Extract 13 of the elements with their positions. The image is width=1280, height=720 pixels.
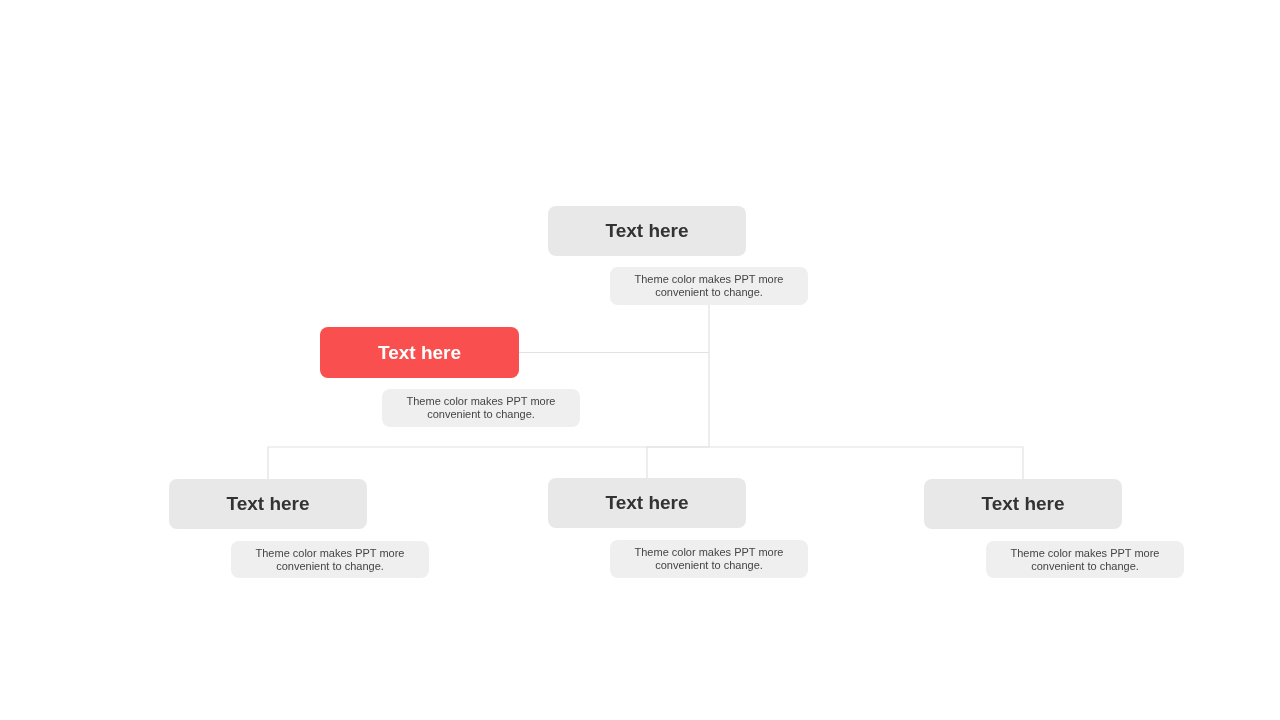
connector-line — [708, 446, 1024, 480]
heading-box — [320, 327, 519, 378]
connector-line — [646, 446, 710, 479]
note-text: Theme color makes PPT more convenient to change. — [633, 273, 785, 299]
heading-text: Text here — [605, 219, 689, 243]
heading-text: Text here — [981, 492, 1065, 516]
note-text: Theme color makes PPT more convenient to change. — [254, 546, 406, 573]
heading-text: Text here — [605, 491, 689, 515]
heading-text: Text here — [226, 492, 310, 516]
note-text: Theme color makes PPT more convenient to change. — [1009, 546, 1161, 573]
note-text: Theme color makes PPT more convenient to change. — [633, 546, 785, 572]
note-text: Theme color makes PPT more convenient to change. — [405, 395, 557, 421]
heading-text: Text here — [377, 340, 462, 365]
